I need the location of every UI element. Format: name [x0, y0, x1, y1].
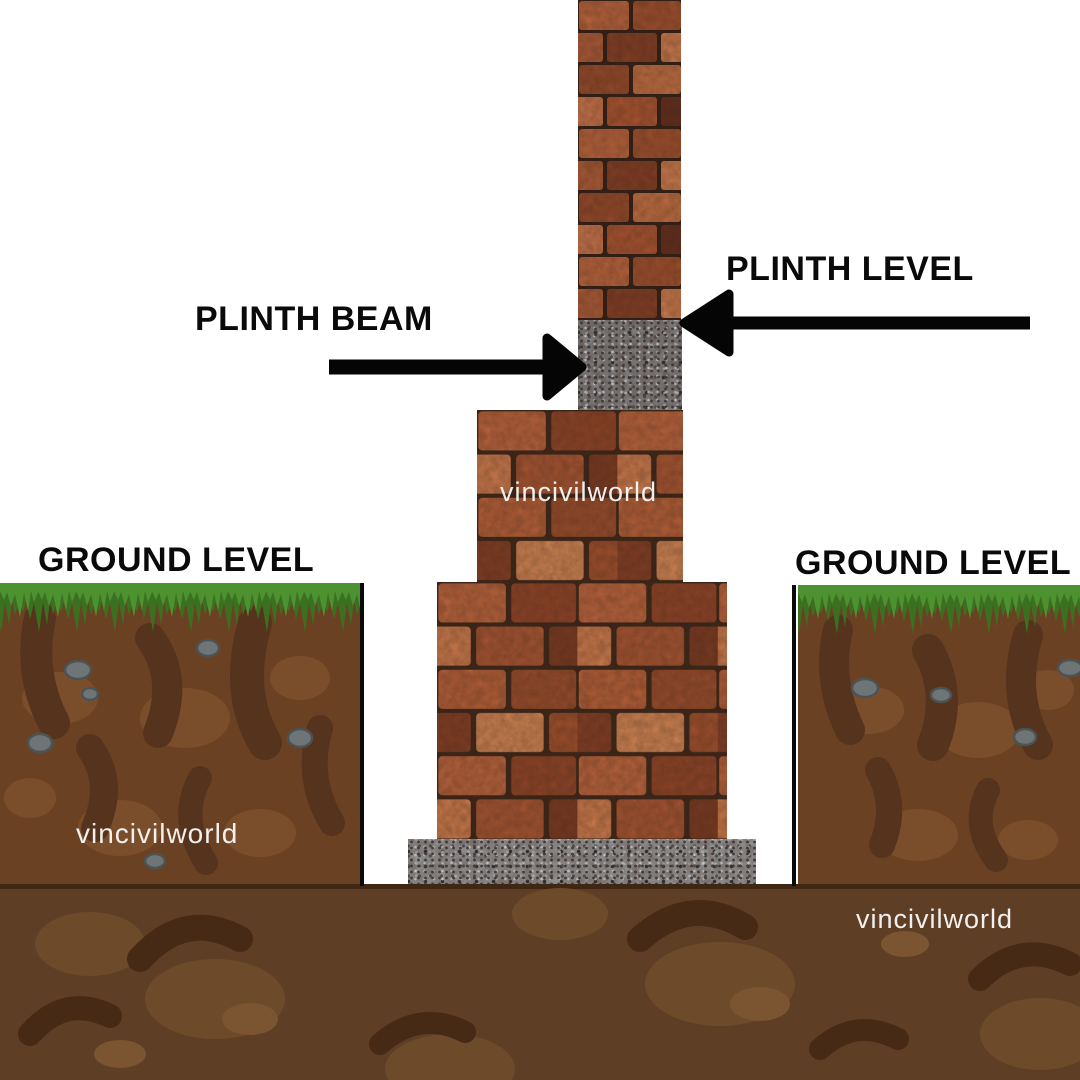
plinth-beam-block	[578, 320, 682, 410]
watermark-bottom-soil: vincivilworld	[856, 904, 1014, 934]
rocks	[26, 638, 314, 870]
brick-wall-column	[578, 0, 681, 320]
plinth-level-label: PLINTH LEVEL	[726, 250, 974, 288]
foundation-masonry-lower	[437, 582, 727, 839]
excavation-line-left	[360, 583, 364, 886]
concrete-footing	[408, 839, 756, 884]
foundation-masonry-upper	[477, 410, 683, 582]
soil-right-art	[798, 585, 1080, 884]
grass-right	[798, 585, 1080, 639]
rocks	[850, 658, 1080, 747]
soil-left-art	[0, 583, 363, 884]
plinth-level-arrow-left-icon	[678, 288, 1035, 358]
excavation-line-right	[792, 585, 796, 886]
ground-level-left-label: GROUND LEVEL	[38, 541, 315, 579]
soil-left	[0, 578, 363, 884]
watermark-wall: vincivilworld	[500, 477, 658, 507]
grass-left	[0, 583, 363, 637]
soil-right	[798, 580, 1080, 884]
ground-level-right-label: GROUND LEVEL	[795, 544, 1072, 582]
soil-bottom	[0, 884, 1080, 1080]
watermark-left-soil: vincivilworld	[76, 818, 239, 849]
plinth-beam-arrow-right-icon	[325, 330, 590, 404]
soil-bottom-art	[0, 884, 1080, 1080]
plinth-beam-label: PLINTH BEAM	[195, 300, 433, 338]
